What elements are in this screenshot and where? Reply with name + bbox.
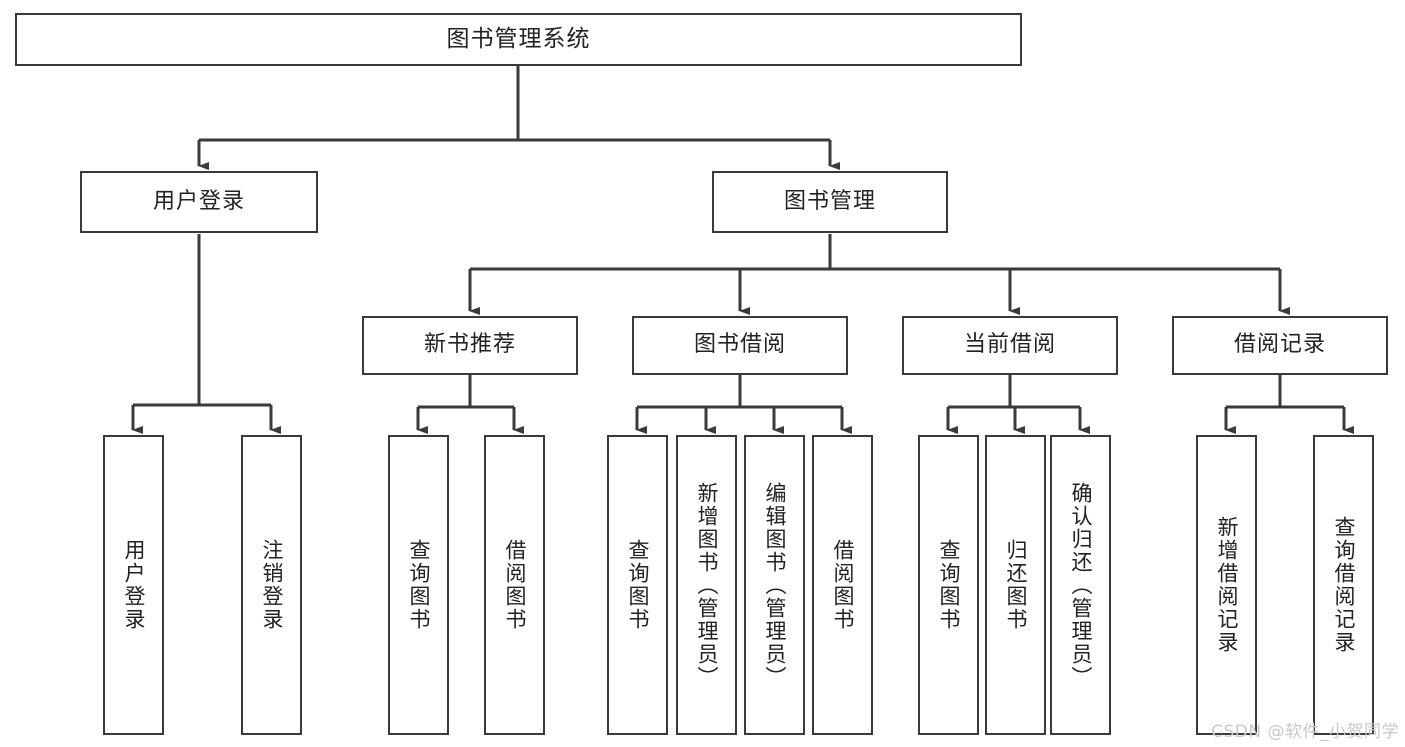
node-label: 注销登录 [260, 539, 284, 631]
node-label: 用户登录 [152, 188, 245, 214]
connector-book-manage-to-children [468, 234, 1290, 315]
node-label: 借阅图书 [831, 539, 855, 631]
node-leaf-user-login-signin[interactable]: 用户登录 [103, 435, 164, 735]
node-label: 图书借阅 [693, 332, 786, 358]
node-label: 新书推荐 [423, 332, 516, 358]
node-leaf-borrow-add-book-admin[interactable]: 新增图书（管理员） [676, 435, 737, 735]
node-label: 图书管理 [783, 188, 876, 214]
node-leaf-record-add-borrow-record[interactable]: 新增借阅记录 [1196, 435, 1257, 735]
node-label: 查询图书 [937, 539, 961, 631]
node-label: 借阅记录 [1233, 332, 1326, 358]
node-label: 确认归还（管理员） [1069, 481, 1093, 689]
node-current-borrow[interactable]: 当前借阅 [902, 316, 1118, 375]
node-label: 查询图书 [407, 539, 431, 631]
node-leaf-borrow-edit-book-admin[interactable]: 编辑图书（管理员） [744, 435, 805, 735]
connector-root-to-level1 [197, 66, 840, 170]
node-leaf-borrow-borrow-book[interactable]: 借阅图书 [812, 435, 873, 735]
connector-borrow-to-children [635, 375, 852, 434]
csdn-watermark: CSDN @软件_小贺同学 [1211, 722, 1399, 742]
node-book-borrow[interactable]: 图书借阅 [632, 316, 848, 375]
node-new-book-recommendation[interactable]: 新书推荐 [362, 316, 578, 375]
node-leaf-borrow-query-book[interactable]: 查询图书 [607, 435, 668, 735]
connector-user-login-to-children [131, 234, 281, 434]
node-user-login[interactable]: 用户登录 [80, 171, 318, 233]
node-borrow-record[interactable]: 借阅记录 [1172, 316, 1388, 375]
node-leaf-current-query-book[interactable]: 查询图书 [918, 435, 979, 735]
node-leaf-current-return-book[interactable]: 归还图书 [985, 435, 1046, 735]
node-label: 图书管理系统 [446, 25, 591, 52]
node-root-book-management-system[interactable]: 图书管理系统 [15, 13, 1022, 66]
node-label: 新增借阅记录 [1215, 516, 1239, 654]
node-label: 编辑图书（管理员） [763, 481, 787, 689]
node-label: 用户登录 [122, 539, 146, 631]
node-leaf-newbook-borrow-book[interactable]: 借阅图书 [484, 435, 545, 735]
node-label: 当前借阅 [963, 332, 1056, 358]
node-leaf-current-confirm-return-admin[interactable]: 确认归还（管理员） [1050, 435, 1111, 735]
node-book-management[interactable]: 图书管理 [712, 171, 948, 233]
connector-record-to-children [1224, 375, 1354, 434]
connector-new-book-to-children [416, 375, 524, 434]
node-label: 归还图书 [1004, 539, 1028, 631]
node-leaf-newbook-query-book[interactable]: 查询图书 [388, 435, 449, 735]
node-leaf-record-query-borrow-record[interactable]: 查询借阅记录 [1313, 435, 1374, 735]
node-label: 借阅图书 [503, 539, 527, 631]
connector-current-borrow-to-children [946, 375, 1090, 434]
node-label: 查询图书 [626, 539, 650, 631]
node-label: 查询借阅记录 [1332, 516, 1356, 654]
node-label: 新增图书（管理员） [695, 481, 719, 689]
node-leaf-user-login-signout[interactable]: 注销登录 [241, 435, 302, 735]
